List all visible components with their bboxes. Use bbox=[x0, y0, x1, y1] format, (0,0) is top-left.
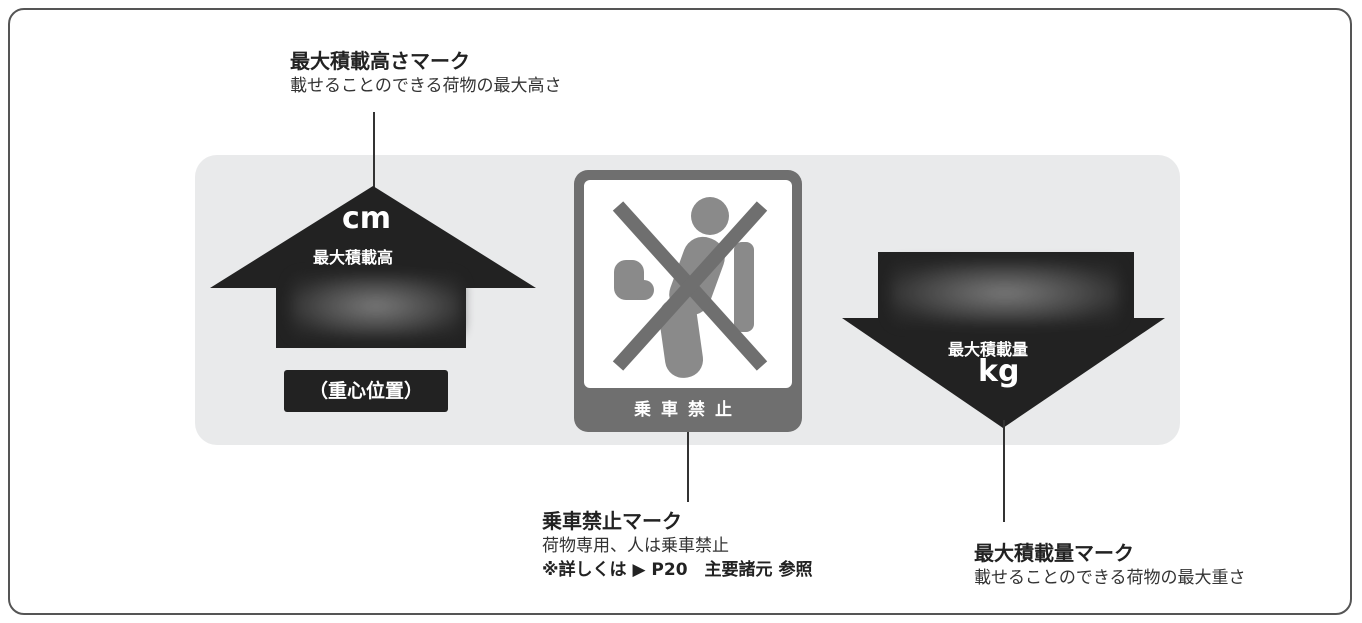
load-label: 最大積載量 bbox=[948, 340, 1029, 359]
height-mark-title: 最大積載高さマーク bbox=[290, 49, 470, 73]
height-label: 最大積載高 bbox=[313, 248, 394, 267]
no-ride-title: 乗車禁止マーク bbox=[542, 509, 682, 533]
no-ride-icon bbox=[612, 197, 768, 378]
load-mark-title: 最大積載量マーク bbox=[974, 541, 1134, 565]
blurred-height-value bbox=[290, 275, 462, 337]
height-mark-leader bbox=[373, 112, 375, 190]
height-mark-callout: 最大積載高さマーク 載せることのできる荷物の最大高さ bbox=[290, 48, 562, 98]
no-ride-leader bbox=[687, 432, 689, 502]
no-ride-pictogram bbox=[584, 180, 792, 388]
load-mark-leader bbox=[1003, 420, 1005, 522]
load-mark-desc: 載せることのできる荷物の最大重さ bbox=[974, 568, 1246, 588]
center-of-gravity-badge: （重心位置） bbox=[284, 370, 448, 412]
load-unit: kg bbox=[978, 354, 1020, 389]
no-ride-sign: 乗車禁止 bbox=[574, 170, 802, 432]
height-unit: cm bbox=[342, 201, 392, 236]
height-mark-desc: 載せることのできる荷物の最大高さ bbox=[290, 76, 562, 96]
no-ride-desc: 荷物専用、人は乗車禁止 bbox=[542, 536, 729, 556]
no-ride-callout: 乗車禁止マーク 荷物専用、人は乗車禁止 ※詳しくは ▶ P20 主要諸元 参照 bbox=[542, 508, 812, 582]
blurred-load-value bbox=[890, 262, 1120, 324]
load-mark-callout: 最大積載量マーク 載せることのできる荷物の最大重さ bbox=[974, 540, 1246, 590]
no-ride-reference-note: ※詳しくは ▶ P20 主要諸元 参照 bbox=[542, 560, 813, 580]
no-ride-label: 乗車禁止 bbox=[634, 400, 742, 420]
